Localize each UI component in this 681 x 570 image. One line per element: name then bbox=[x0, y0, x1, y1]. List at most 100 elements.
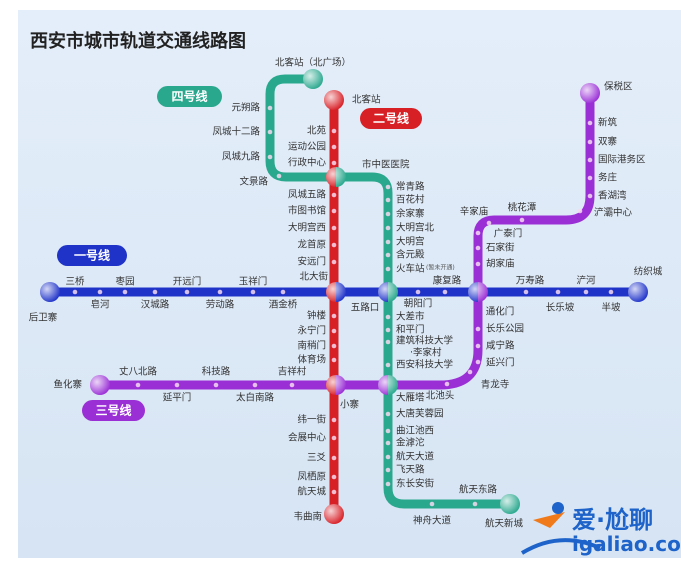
station-label[interactable]: 百花村 bbox=[396, 194, 425, 206]
station-label[interactable]: 长乐公园 bbox=[486, 323, 524, 335]
station-label[interactable]: 北客站（北广场） bbox=[275, 57, 351, 69]
station-label[interactable]: 纬一街 bbox=[297, 414, 326, 426]
station-label[interactable]: 大唐芙蓉园 bbox=[396, 408, 444, 420]
station-dot[interactable] bbox=[486, 220, 492, 226]
station-label[interactable]: 元朔路 bbox=[231, 102, 260, 114]
interchange-station[interactable] bbox=[378, 375, 398, 395]
station-dot[interactable] bbox=[331, 343, 337, 349]
station-dot[interactable] bbox=[122, 289, 128, 295]
station-dot[interactable] bbox=[519, 217, 525, 223]
station-dot[interactable] bbox=[267, 105, 273, 111]
station-dot[interactable] bbox=[385, 314, 391, 320]
station-dot[interactable] bbox=[331, 225, 337, 231]
station-label[interactable]: 韦曲南 bbox=[293, 511, 322, 523]
station-label[interactable]: 大雁塔 bbox=[396, 392, 425, 404]
station-dot[interactable] bbox=[385, 197, 391, 203]
station-dot[interactable] bbox=[583, 289, 589, 295]
station-label[interactable]: 玉祥门 bbox=[239, 276, 268, 288]
station-label[interactable]: 安远门 bbox=[297, 256, 326, 268]
station-dot[interactable] bbox=[135, 382, 141, 388]
station-dot[interactable] bbox=[385, 411, 391, 417]
station-dot[interactable] bbox=[276, 173, 282, 179]
station-label[interactable]: 凤城五路 bbox=[288, 189, 327, 201]
station-dot[interactable] bbox=[252, 382, 258, 388]
station-label[interactable]: 保税区 bbox=[604, 81, 633, 93]
station-label[interactable]: 金滹沱 bbox=[396, 437, 425, 449]
station-label[interactable]: 运动公园 bbox=[288, 142, 326, 153]
station-label[interactable]: 火车站 bbox=[396, 263, 425, 275]
station-label[interactable]: 丈八北路 bbox=[119, 366, 158, 378]
station-dot[interactable] bbox=[289, 382, 295, 388]
station-dot[interactable] bbox=[385, 266, 391, 272]
station-dot[interactable] bbox=[385, 225, 391, 231]
station-dot[interactable] bbox=[385, 252, 391, 258]
station-label[interactable]: 钟楼 bbox=[307, 310, 327, 322]
station-label[interactable]: 延兴门 bbox=[486, 357, 515, 369]
station-dot[interactable] bbox=[217, 289, 223, 295]
station-dot[interactable] bbox=[331, 474, 337, 480]
station-label[interactable]: 枣园 bbox=[115, 277, 134, 288]
station-dot[interactable] bbox=[97, 289, 103, 295]
station-label[interactable]: 含元殿 bbox=[396, 249, 425, 261]
station-label[interactable]: 后卫寨 bbox=[29, 312, 58, 324]
station-label[interactable]: 长乐坡 bbox=[546, 302, 575, 314]
terminal-station[interactable] bbox=[90, 375, 110, 395]
station-label[interactable]: 永宁门 bbox=[297, 325, 326, 337]
station-dot[interactable] bbox=[587, 175, 593, 181]
station-label[interactable]: 务庄 bbox=[598, 172, 618, 184]
station-dot[interactable] bbox=[385, 454, 391, 460]
station-label[interactable]: 朝阳门 bbox=[404, 298, 433, 310]
station-label[interactable]: 石家街 bbox=[486, 242, 515, 254]
station-label[interactable]: 大差市 bbox=[396, 311, 425, 323]
station-dot[interactable] bbox=[385, 239, 391, 245]
station-dot[interactable] bbox=[331, 357, 337, 363]
station-dot[interactable] bbox=[385, 327, 391, 333]
station-label[interactable]: 胡家庙 bbox=[486, 258, 515, 270]
station-label[interactable]: 青龙寺 bbox=[481, 379, 510, 391]
station-label[interactable]: 神舟大道 bbox=[413, 515, 452, 527]
station-dot[interactable] bbox=[555, 289, 561, 295]
station-label[interactable]: 航天新城 bbox=[485, 518, 524, 530]
interchange-station[interactable] bbox=[378, 282, 398, 302]
station-dot[interactable] bbox=[72, 289, 78, 295]
station-label[interactable]: 航天东路 bbox=[459, 484, 498, 496]
station-label[interactable]: 康复路 bbox=[433, 275, 462, 287]
station-label[interactable]: 建筑科技大学 bbox=[396, 335, 453, 347]
station-dot[interactable] bbox=[429, 501, 435, 507]
terminal-station[interactable] bbox=[303, 69, 323, 89]
station-dot[interactable] bbox=[442, 289, 448, 295]
station-dot[interactable] bbox=[331, 192, 337, 198]
station-label[interactable]: 东长安街 bbox=[396, 478, 435, 490]
station-dot[interactable] bbox=[331, 144, 337, 150]
station-label[interactable]: 曲江池西 bbox=[396, 425, 434, 437]
station-label[interactable]: 西安科技大学 bbox=[396, 359, 453, 371]
station-label[interactable]: 桃花潭 bbox=[508, 202, 537, 214]
station-dot[interactable] bbox=[587, 157, 593, 163]
station-label[interactable]: 龙首原 bbox=[297, 239, 326, 251]
station-dot[interactable] bbox=[475, 261, 481, 267]
station-label[interactable]: 吉祥村 bbox=[278, 366, 307, 378]
terminal-station[interactable] bbox=[580, 83, 600, 103]
station-label[interactable]: 三爻 bbox=[307, 453, 327, 464]
station-label[interactable]: 北客站 bbox=[352, 94, 381, 106]
station-dot[interactable] bbox=[587, 139, 593, 145]
station-label[interactable]: 三桥 bbox=[65, 276, 85, 288]
station-dot[interactable] bbox=[331, 417, 337, 423]
station-dot[interactable] bbox=[331, 128, 337, 134]
station-label[interactable]: 太白南路 bbox=[236, 392, 275, 404]
station-label[interactable]: 北池头 bbox=[426, 390, 455, 402]
station-dot[interactable] bbox=[152, 289, 158, 295]
station-label[interactable]: 市图书馆 bbox=[288, 205, 326, 217]
station-label[interactable]: 咸宁路 bbox=[486, 340, 515, 352]
station-dot[interactable] bbox=[385, 428, 391, 434]
station-label[interactable]: 航天城 bbox=[297, 486, 326, 498]
interchange-station[interactable] bbox=[326, 167, 346, 187]
station-label[interactable]: 体育场 bbox=[297, 354, 326, 366]
station-label[interactable]: 市中医医院 bbox=[362, 159, 410, 171]
station-dot[interactable] bbox=[213, 382, 219, 388]
station-dot[interactable] bbox=[331, 455, 337, 461]
station-label[interactable]: 广泰门 bbox=[494, 228, 523, 240]
station-label[interactable]: 辛家庙 bbox=[460, 206, 489, 218]
station-dot[interactable] bbox=[331, 489, 337, 495]
station-label[interactable]: 会展中心 bbox=[288, 432, 327, 444]
